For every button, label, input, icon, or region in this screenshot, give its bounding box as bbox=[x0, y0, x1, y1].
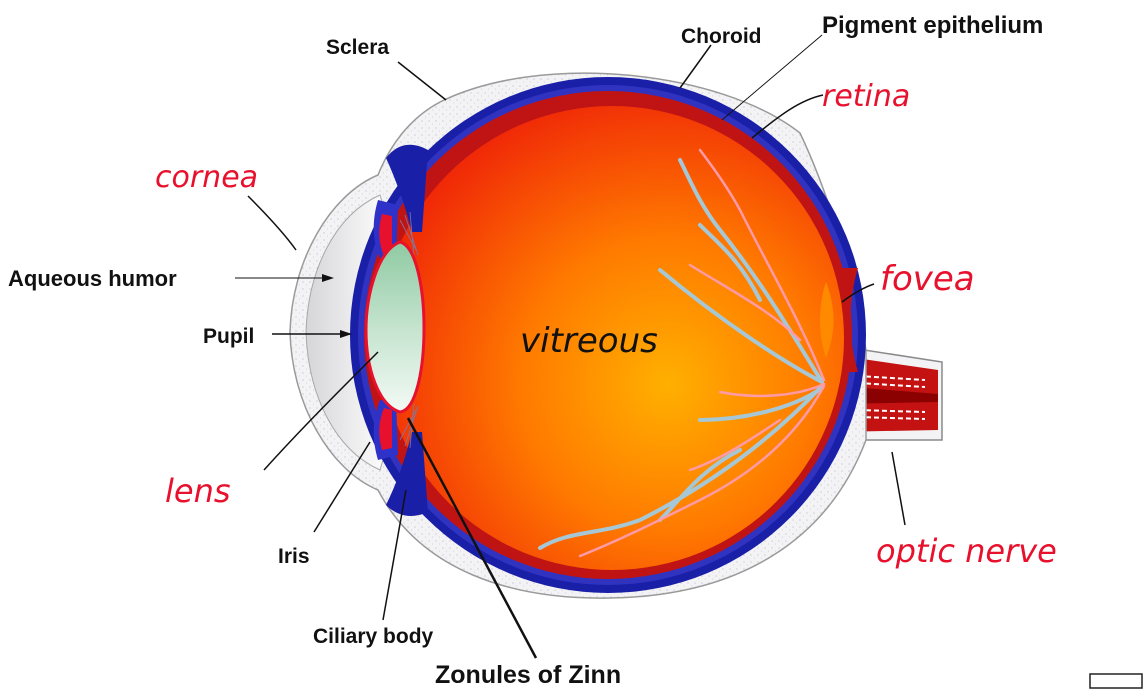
note-fovea: fovea bbox=[880, 259, 975, 299]
label-zonules-of-zinn: Zonules of Zinn bbox=[435, 661, 621, 689]
retinal-vessels bbox=[538, 148, 826, 558]
label-choroid: Choroid bbox=[681, 25, 761, 48]
note-optic-nerve: optic nerve bbox=[876, 532, 1057, 570]
note-retina: retina bbox=[822, 79, 910, 114]
label-pupil: Pupil bbox=[203, 325, 254, 348]
note-vitreous: vitreous bbox=[520, 321, 658, 361]
corner-box bbox=[1089, 673, 1143, 689]
label-iris: Iris bbox=[278, 545, 310, 568]
leader-lines bbox=[235, 34, 906, 659]
label-ciliary-body: Ciliary body bbox=[313, 625, 434, 648]
note-lens: lens bbox=[165, 472, 231, 510]
label-pigment-epithelium: Pigment epithelium bbox=[822, 12, 1043, 39]
lens bbox=[364, 240, 426, 414]
iris-ciliary-body bbox=[373, 144, 428, 516]
label-aqueous-humor: Aqueous humor bbox=[8, 266, 177, 291]
label-sclera: Sclera bbox=[326, 36, 389, 59]
note-cornea: cornea bbox=[155, 160, 258, 195]
